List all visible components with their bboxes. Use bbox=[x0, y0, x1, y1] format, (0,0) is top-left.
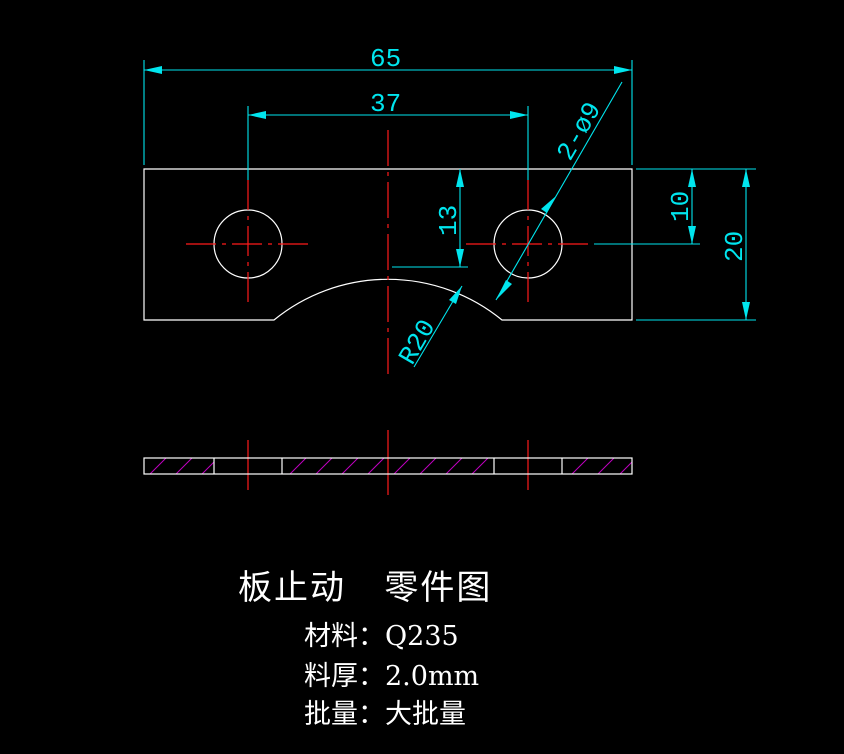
arrow bbox=[742, 302, 750, 320]
batch-note: 批量：大批量 bbox=[304, 699, 466, 730]
arrow bbox=[614, 66, 632, 74]
arrow bbox=[449, 286, 462, 304]
arrow bbox=[541, 196, 556, 213]
dim-text-hole-spacing: 37 bbox=[370, 89, 401, 119]
dim-text-arc-top-height: 13 bbox=[434, 205, 464, 236]
dim-text-overall-height: 20 bbox=[720, 231, 750, 262]
thickness-note: 料厚：2.0mm bbox=[304, 661, 480, 692]
plate-outline bbox=[143, 168, 633, 321]
hatch-pattern bbox=[149, 457, 633, 475]
material-note: 材料：Q235 bbox=[304, 621, 459, 652]
arrow bbox=[510, 111, 528, 119]
arrow bbox=[456, 169, 464, 187]
leader-hole-callout bbox=[495, 81, 623, 301]
arrow bbox=[248, 111, 266, 119]
arrow bbox=[496, 280, 512, 300]
dim-text-overall-length: 65 bbox=[370, 44, 401, 74]
arrow bbox=[456, 249, 464, 267]
dim-text-arc-radius: R20 bbox=[393, 314, 442, 370]
drawing-title: 板止动 零件图 bbox=[238, 568, 493, 608]
arrow bbox=[688, 169, 696, 187]
arrow bbox=[742, 169, 750, 187]
arrow bbox=[144, 66, 162, 74]
centerlines bbox=[186, 130, 592, 495]
dimensions: 65 37 2-ø9 10 20 13 R20 bbox=[143, 44, 756, 370]
dim-text-hole-callout: 2-ø9 bbox=[551, 97, 608, 166]
dim-text-hole-center-height: 10 bbox=[666, 191, 696, 222]
section-view bbox=[143, 457, 633, 475]
section-outline bbox=[143, 457, 633, 475]
arrow bbox=[688, 226, 696, 244]
